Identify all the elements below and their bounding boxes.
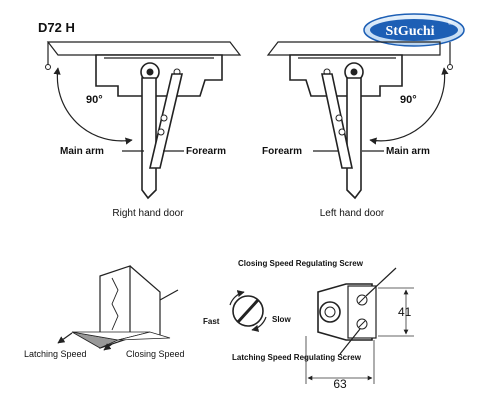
right-hand-door-diagram: 90° Main arm Forearm Right hand door [45,41,242,219]
left-door-forearm-label: Forearm [262,146,302,157]
left-door-angle: 90° [400,94,417,106]
right-door-angle: 90° [86,94,103,106]
dim-height-value: 41 [398,305,412,319]
regulating-screw-diagram: Fast Slow Closing Speed Regulating Screw… [203,259,414,391]
closing-speed-label: Closing Speed [126,349,185,359]
right-door-main-arm-label: Main arm [60,146,104,157]
left-hand-door-diagram: 90° Forearm Main arm Left hand door [262,41,453,219]
right-door-caption: Right hand door [112,208,184,219]
latching-screw-label: Latching Speed Regulating Screw [232,353,362,362]
model-label: D72 H [38,20,75,35]
logo-mark: ® [448,20,453,27]
brand-logo: StGuchi ® [363,13,465,47]
logo-text: StGuchi [385,24,434,39]
closing-screw-label: Closing Speed Regulating Screw [238,259,364,268]
slow-label: Slow [272,315,291,324]
dim-width-value: 63 [333,377,347,391]
latching-speed-label: Latching Speed [24,349,87,359]
right-door-forearm-label: Forearm [186,146,226,157]
speed-zone-diagram: Latching Speed Closing Speed [24,265,185,359]
left-door-main-arm-label: Main arm [386,146,430,157]
left-door-caption: Left hand door [320,208,385,219]
fast-label: Fast [203,317,220,326]
